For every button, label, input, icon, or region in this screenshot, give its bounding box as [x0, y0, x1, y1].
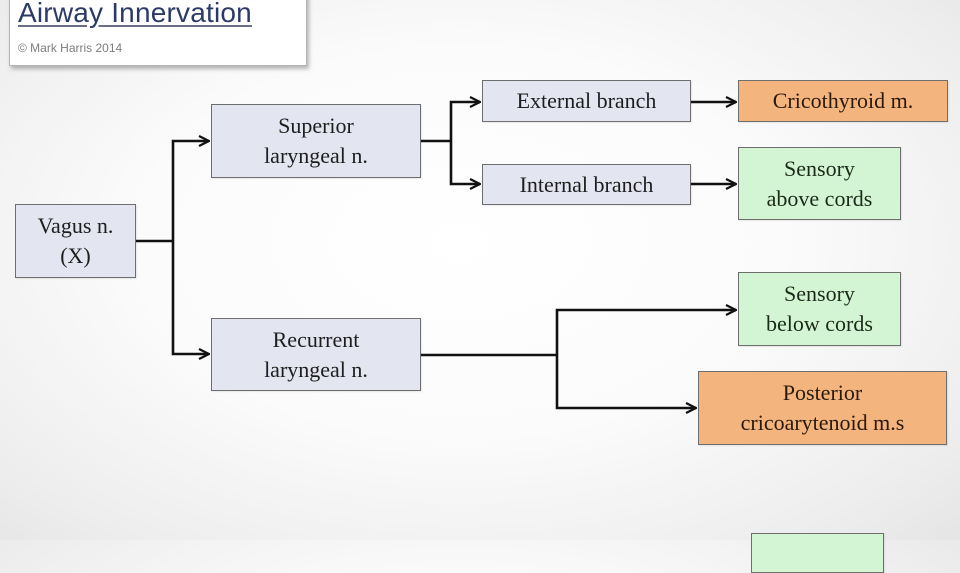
node-recurrent-laryngeal-nerve: Recurrent laryngeal n.: [211, 318, 421, 391]
node-sensory-above-cords: Sensory above cords: [738, 147, 901, 220]
node-label: Sensory below cords: [766, 281, 873, 336]
node-label: Sensory above cords: [766, 155, 873, 211]
node-label: Cricothyroid m.: [772, 88, 914, 113]
edge-superior-external: [449, 102, 480, 141]
node-label: Superior laryngeal n.: [264, 113, 368, 168]
node-superior-laryngeal-nerve: Superior laryngeal n.: [211, 104, 421, 178]
node-vagus-nerve: Vagus n. (X): [15, 204, 136, 278]
copyright-text: © Mark Harris 2014: [18, 41, 123, 55]
node-label: Posterior cricoarytenoid m.s: [740, 380, 905, 435]
edge-vagus-recurrent: [171, 241, 209, 354]
connector-layer: [136, 0, 960, 540]
node-label: External branch: [516, 88, 657, 113]
node-label: Internal branch: [519, 171, 654, 197]
edge-superior-internal: [449, 141, 480, 184]
node-sensory-below-cords: Sensory below cords: [738, 272, 901, 346]
page-title: Airway Innervation: [18, 0, 252, 28]
title-card: Airway Innervation © Mark Harris 2014: [9, 0, 307, 66]
node-internal-branch: Internal branch: [482, 164, 691, 205]
edge-vagus-superior: [171, 141, 209, 241]
node-label: Recurrent laryngeal n.: [264, 326, 368, 382]
node-partial-bottom: [751, 533, 884, 573]
node-cricothyroid-muscle: Cricothyroid m.: [738, 80, 948, 122]
edge-recurrent-sensory-below: [555, 310, 736, 355]
edge-recurrent-posterior: [555, 355, 696, 408]
node-label: Vagus n. (X): [37, 213, 114, 268]
node-external-branch: External branch: [482, 80, 691, 122]
node-posterior-cricoarytenoid-muscle: Posterior cricoarytenoid m.s: [698, 371, 947, 445]
